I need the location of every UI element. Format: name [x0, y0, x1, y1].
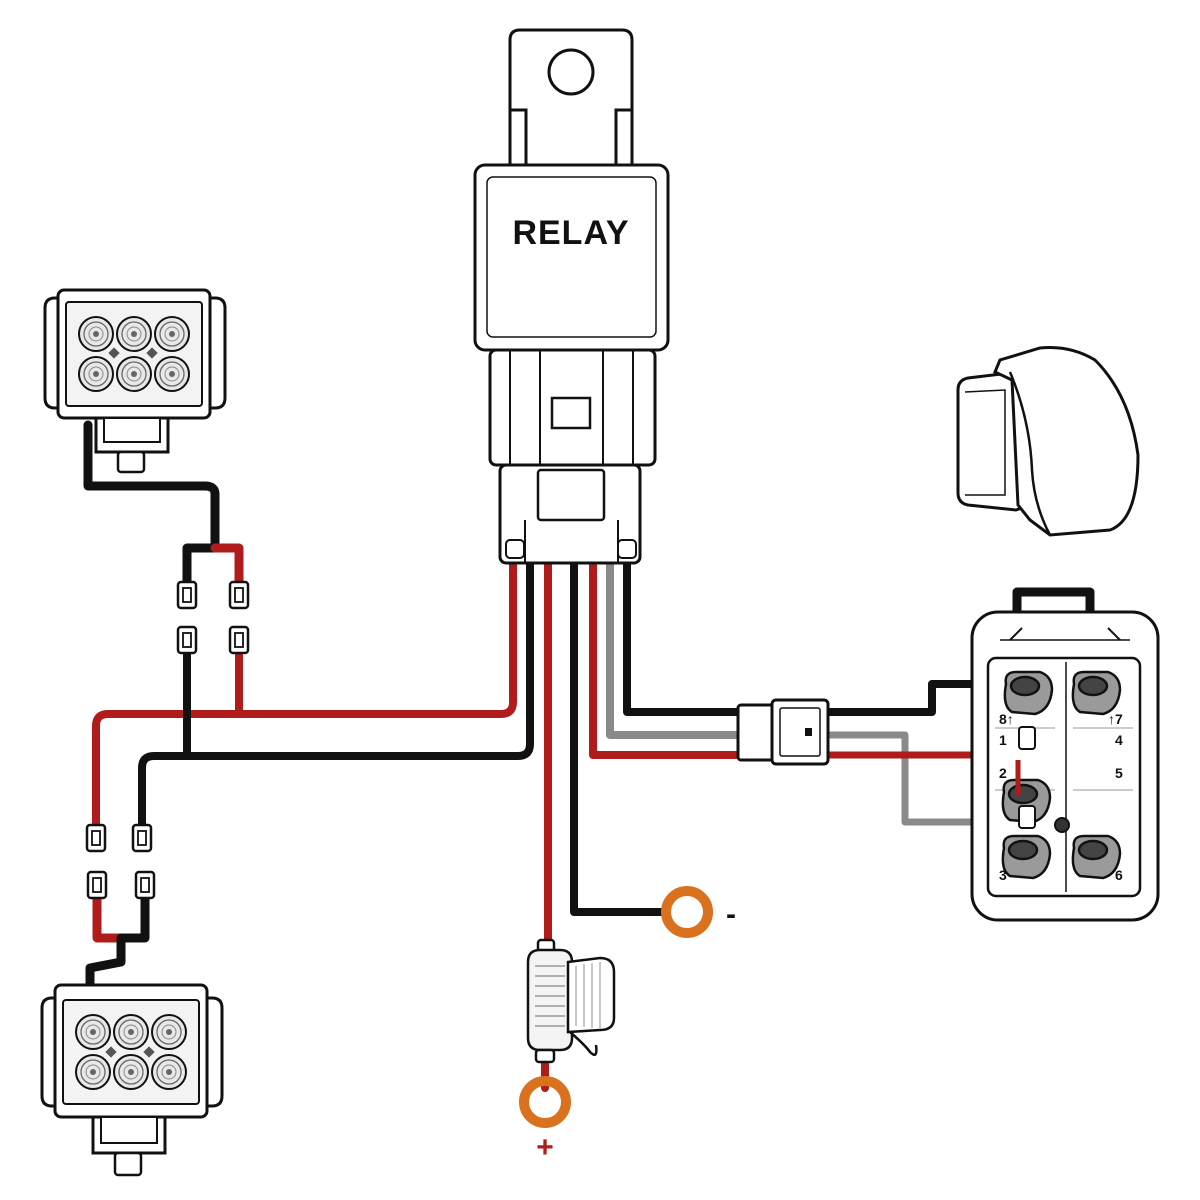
relay-to-switch-black-wire — [623, 558, 746, 716]
positive-ring-terminal — [519, 1076, 571, 1128]
switch-pin-7: ↑7 — [1108, 711, 1123, 727]
bottom-light-red-connector-male — [86, 870, 108, 900]
switch-pin-2: 2 — [999, 765, 1007, 781]
bottom-light-black-lead — [85, 887, 150, 990]
relay-tab-slots — [510, 108, 632, 168]
switch-pin-3: 3 — [999, 867, 1007, 883]
ring-terminals — [519, 886, 713, 1128]
switch-pin-8: 8↑ — [999, 711, 1014, 727]
switch-pin-4: 4 — [1115, 732, 1123, 748]
relay-body-face — [486, 176, 657, 338]
ground-wire — [570, 558, 669, 916]
bottom-light-black-connector-female — [131, 823, 153, 853]
relay-mount-hole — [547, 48, 595, 96]
rocker-switch-back: 8↑ ↑7 1 4 2 5 3 6 — [970, 610, 1160, 922]
switch-pin-1: 1 — [999, 732, 1007, 748]
negative-ring-terminal — [661, 886, 713, 938]
top-light-red-connector-male — [228, 580, 250, 610]
inline-fuse-holder — [526, 938, 616, 1064]
top-light-black-connector-male — [176, 580, 198, 610]
positive-terminal-label: + — [536, 1131, 554, 1164]
top-led-light — [43, 288, 227, 474]
top-light-red-connector-female — [228, 625, 250, 655]
relay-socket-latch — [550, 396, 592, 430]
switch-harness-connector — [736, 698, 830, 766]
bottom-light-black-connector-male — [134, 870, 156, 900]
wires — [83, 420, 1095, 1092]
top-light-red-lead — [210, 543, 244, 587]
bottom-light-red-lead — [92, 887, 130, 943]
lights-red-feed-wire — [92, 558, 517, 836]
switch-pin-6: 6 — [1115, 867, 1123, 883]
switch-pin-5: 5 — [1115, 765, 1123, 781]
relay-body — [473, 163, 670, 352]
relay-label: RELAY — [512, 214, 629, 252]
relay-socket-ribs — [509, 350, 634, 465]
switch-center-screw — [1054, 817, 1070, 833]
top-light-black-connector-female — [176, 625, 198, 655]
rocker-switch-cap — [956, 346, 1140, 537]
relay-plug-lock — [536, 468, 606, 522]
bottom-light-red-connector-female — [85, 823, 107, 853]
top-light-black-lead — [83, 420, 220, 587]
relay: RELAY — [473, 28, 670, 565]
relay-to-switch-red-wire — [589, 558, 746, 759]
lights-black-feed-wire — [138, 558, 534, 836]
negative-terminal-label: - — [726, 898, 736, 931]
relay-to-switch-gray-wire — [606, 558, 746, 739]
spade-connectors — [85, 580, 250, 900]
bottom-led-light — [40, 983, 224, 1177]
relay-mounting-tab — [508, 28, 634, 168]
